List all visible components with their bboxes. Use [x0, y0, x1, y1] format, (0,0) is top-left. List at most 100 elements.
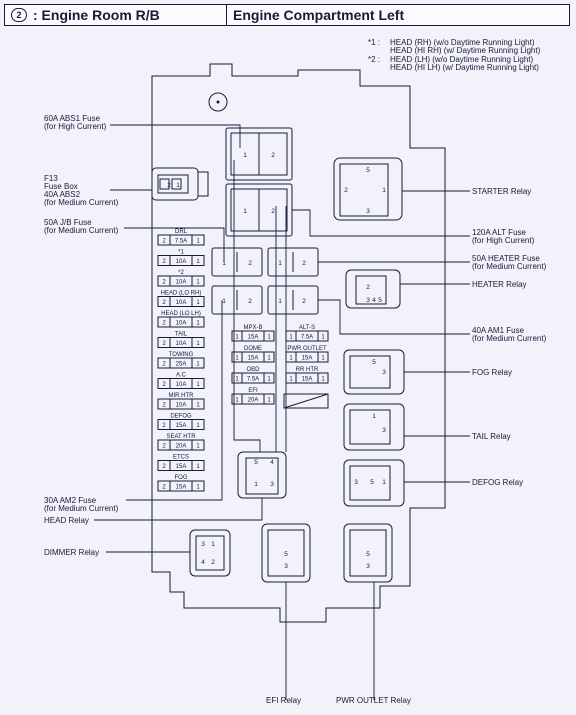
alt-fuse-label: 120A ALT Fuse	[472, 228, 526, 237]
svg-text:2: 2	[162, 321, 166, 327]
pin-number: 1	[278, 260, 282, 267]
pin-number: 1	[382, 187, 386, 194]
pin-number: 5	[378, 297, 382, 304]
mini-fuse-amp: 10A	[176, 259, 187, 265]
fuse-box-outline	[151, 63, 446, 623]
mini-fuse-name: DRL	[175, 229, 188, 235]
dimmer-relay	[189, 529, 231, 577]
svg-text:1: 1	[267, 356, 271, 362]
mini-fuse-amp: 15A	[176, 485, 187, 491]
mini-fuse-name: DOME	[244, 346, 262, 352]
mini-fuse-name: MIR HTR	[169, 393, 195, 399]
pin-number: 1	[211, 541, 215, 548]
mini-fuse-amp: 20A	[176, 444, 187, 450]
leader-lines	[94, 124, 470, 700]
jb-fuse-label: 50A J/B Fuse	[44, 218, 92, 227]
abs1-fuse-sublabel: (for High Current)	[44, 122, 107, 131]
svg-text:2: 2	[162, 444, 166, 450]
mini-fuse-name: *2	[178, 270, 184, 276]
am2-fuse	[211, 285, 263, 315]
mini-fuse-name: TAIL	[175, 332, 188, 338]
pin-number: 4	[372, 297, 376, 304]
head-relay	[237, 451, 287, 499]
mini-fuse-amp: 7.5A	[301, 335, 313, 341]
defog-relay-label: DEFOG Relay	[472, 478, 524, 487]
note-2-line1: HEAD (LH) (w/o Daytime Running Light)	[390, 55, 534, 64]
am1-fuse-label: 40A AM1 Fuse	[472, 326, 525, 335]
am2-fuse-sublabel: (for Medium Current)	[44, 504, 119, 513]
svg-text:1: 1	[235, 377, 239, 383]
pin-number: 3	[382, 369, 386, 376]
svg-text:1: 1	[196, 382, 200, 388]
pin-number: 3	[354, 479, 358, 486]
mini-fuse-name: *1	[178, 250, 184, 256]
pin-number: 3	[201, 541, 205, 548]
dimmer-relay-label: DIMMER Relay	[44, 548, 100, 557]
svg-text:1: 1	[235, 335, 239, 341]
pin-number: 5	[366, 167, 370, 174]
pin-number: 5	[254, 459, 258, 466]
svg-text:1: 1	[196, 239, 200, 245]
note-1-line1: HEAD (RH) (w/o Daytime Running Light)	[390, 38, 535, 47]
pin-number: 4	[270, 459, 274, 466]
spare-slot	[283, 393, 329, 409]
pwr-outlet-relay-label: PWR OUTLET Relay	[336, 696, 411, 705]
mini-fuse-name: PWR OUTLET	[287, 346, 327, 352]
mini-fuse-amp: 10A	[176, 321, 187, 327]
svg-text:1: 1	[321, 377, 325, 383]
heater-relay-label: HEATER Relay	[472, 280, 527, 289]
svg-text:2: 2	[162, 300, 166, 306]
svg-text:1: 1	[196, 341, 200, 347]
pin-number: 3	[270, 481, 274, 488]
svg-text:1: 1	[196, 362, 200, 368]
mini-fuse-name: ALT-S	[299, 325, 315, 331]
svg-text:2: 2	[162, 362, 166, 368]
mini-fuse-amp: 15A	[176, 464, 187, 470]
fog-relay-label: FOG Relay	[472, 368, 513, 377]
pin-number: 5	[284, 551, 288, 558]
starter-relay-label: STARTER Relay	[472, 187, 532, 196]
mini-fuse-name: MPX-B	[243, 325, 262, 331]
svg-text:1: 1	[196, 423, 200, 429]
svg-text:1: 1	[196, 403, 200, 409]
pin-number: 2	[248, 260, 252, 267]
mini-fuse-name: TOWING	[169, 352, 194, 358]
header-title-right: Engine Compartment Left	[233, 7, 405, 23]
svg-text:2: 2	[162, 280, 166, 286]
pin-number: 3	[366, 208, 370, 215]
svg-text:1: 1	[196, 444, 200, 450]
pin-number: 2	[211, 559, 215, 566]
header-left: 2 : Engine Room R/B	[5, 5, 227, 25]
svg-text:2: 2	[162, 239, 166, 245]
pin-number: 2	[167, 182, 171, 189]
jb-fuse-sublabel: (for Medium Current)	[44, 226, 119, 235]
f13-fuse-box	[151, 167, 199, 201]
fog-relay	[343, 349, 405, 395]
mini-fuse-amp: 10A	[176, 382, 187, 388]
mini-fuse-name: HEAD (LO RH)	[161, 291, 202, 297]
mini-fuse-name: RR HTR	[296, 367, 319, 373]
svg-text:1: 1	[267, 335, 271, 341]
mini-fuse-amp: 15A	[302, 356, 313, 362]
svg-text:2: 2	[162, 382, 166, 388]
note-1-line2: HEAD (HI RH) (w/ Daytime Running Light)	[390, 46, 541, 55]
svg-text:1: 1	[196, 280, 200, 286]
mini-fuse-name: A.C	[176, 373, 187, 379]
svg-text:1: 1	[289, 377, 293, 383]
